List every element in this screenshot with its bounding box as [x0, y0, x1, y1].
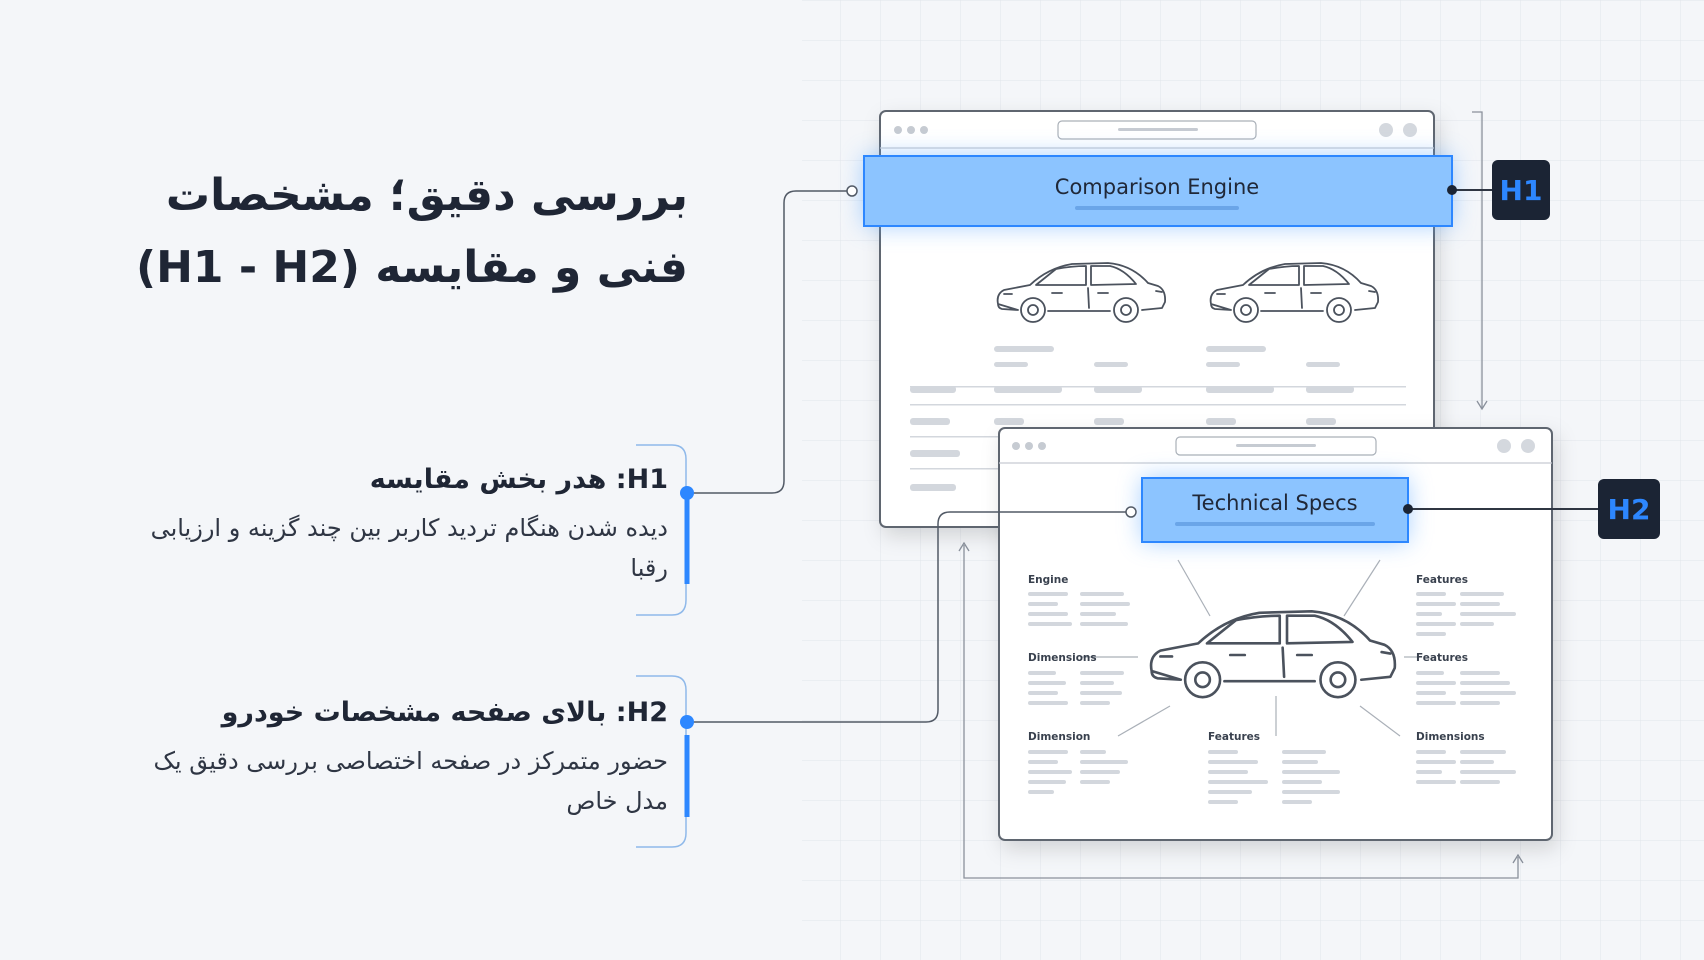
window-button-icon: [1497, 439, 1511, 453]
spec-label-dimension: Dimension: [1028, 731, 1090, 743]
window-button-icon: [1403, 123, 1417, 137]
spec-label-dimensions: Dimensions: [1028, 652, 1097, 664]
h1-tag: H1: [1447, 160, 1550, 220]
h2-connector: [680, 506, 1137, 729]
h1-tag-label: H1: [1500, 174, 1543, 207]
h2-description-heading: H2: بالای صفحه مشخصات خودرو: [221, 697, 668, 728]
window-dots-icon: [1012, 442, 1046, 450]
page-title: بررسی دقیق؛ مشخصات فنی و مقایسه (H1 - H2…: [48, 160, 688, 304]
comparison-engine-label: Comparison Engine: [1055, 175, 1259, 199]
h2-tag-label: H2: [1608, 493, 1651, 526]
page-title-line-1: بررسی دقیق؛ مشخصات: [165, 170, 688, 221]
h1-description-heading: H1: هدر بخش مقایسه: [369, 464, 668, 495]
spec-label-dimensions-bottom: Dimensions: [1416, 731, 1485, 743]
window-button-icon: [1379, 123, 1393, 137]
h2-description-body: حضور متمرکز در صفحه اختصاصی بررسی دقیق ی…: [153, 747, 668, 815]
spec-label-features-top: Features: [1416, 574, 1468, 586]
h2-tag: H2: [1403, 479, 1660, 539]
spec-label-features-mid: Features: [1416, 652, 1468, 664]
h1-description: H1: هدر بخش مقایسه دیده شدن هنگام تردید …: [108, 460, 668, 588]
technical-specs-window: Technical Specs Engine Dimensions Dimens…: [998, 427, 1553, 841]
spec-placeholder-lines: [1028, 592, 1516, 804]
comparison-window: Comparison Engine: [863, 110, 1453, 528]
window-button-icon: [1521, 439, 1535, 453]
page-title-line-2: فنی و مقایسه (H1 - H2): [135, 242, 688, 293]
h2-description: H2: بالای صفحه مشخصات خودرو حضور متمرکز …: [108, 693, 668, 821]
spec-label-engine: Engine: [1028, 574, 1068, 586]
window-dots-icon: [894, 126, 928, 134]
return-arrow: [958, 541, 1524, 879]
h2-bracket: [636, 675, 690, 848]
spec-label-features-center: Features: [1208, 731, 1260, 743]
technical-specs-label: Technical Specs: [1191, 491, 1357, 515]
h1-connector: [680, 185, 858, 500]
spec-callout-lines: [1082, 559, 1420, 737]
h1-bracket: [636, 444, 690, 616]
h1-description-body: دیده شدن هنگام تردید کاربر بین چند گزینه…: [150, 514, 668, 582]
down-arrow: [1472, 111, 1488, 411]
